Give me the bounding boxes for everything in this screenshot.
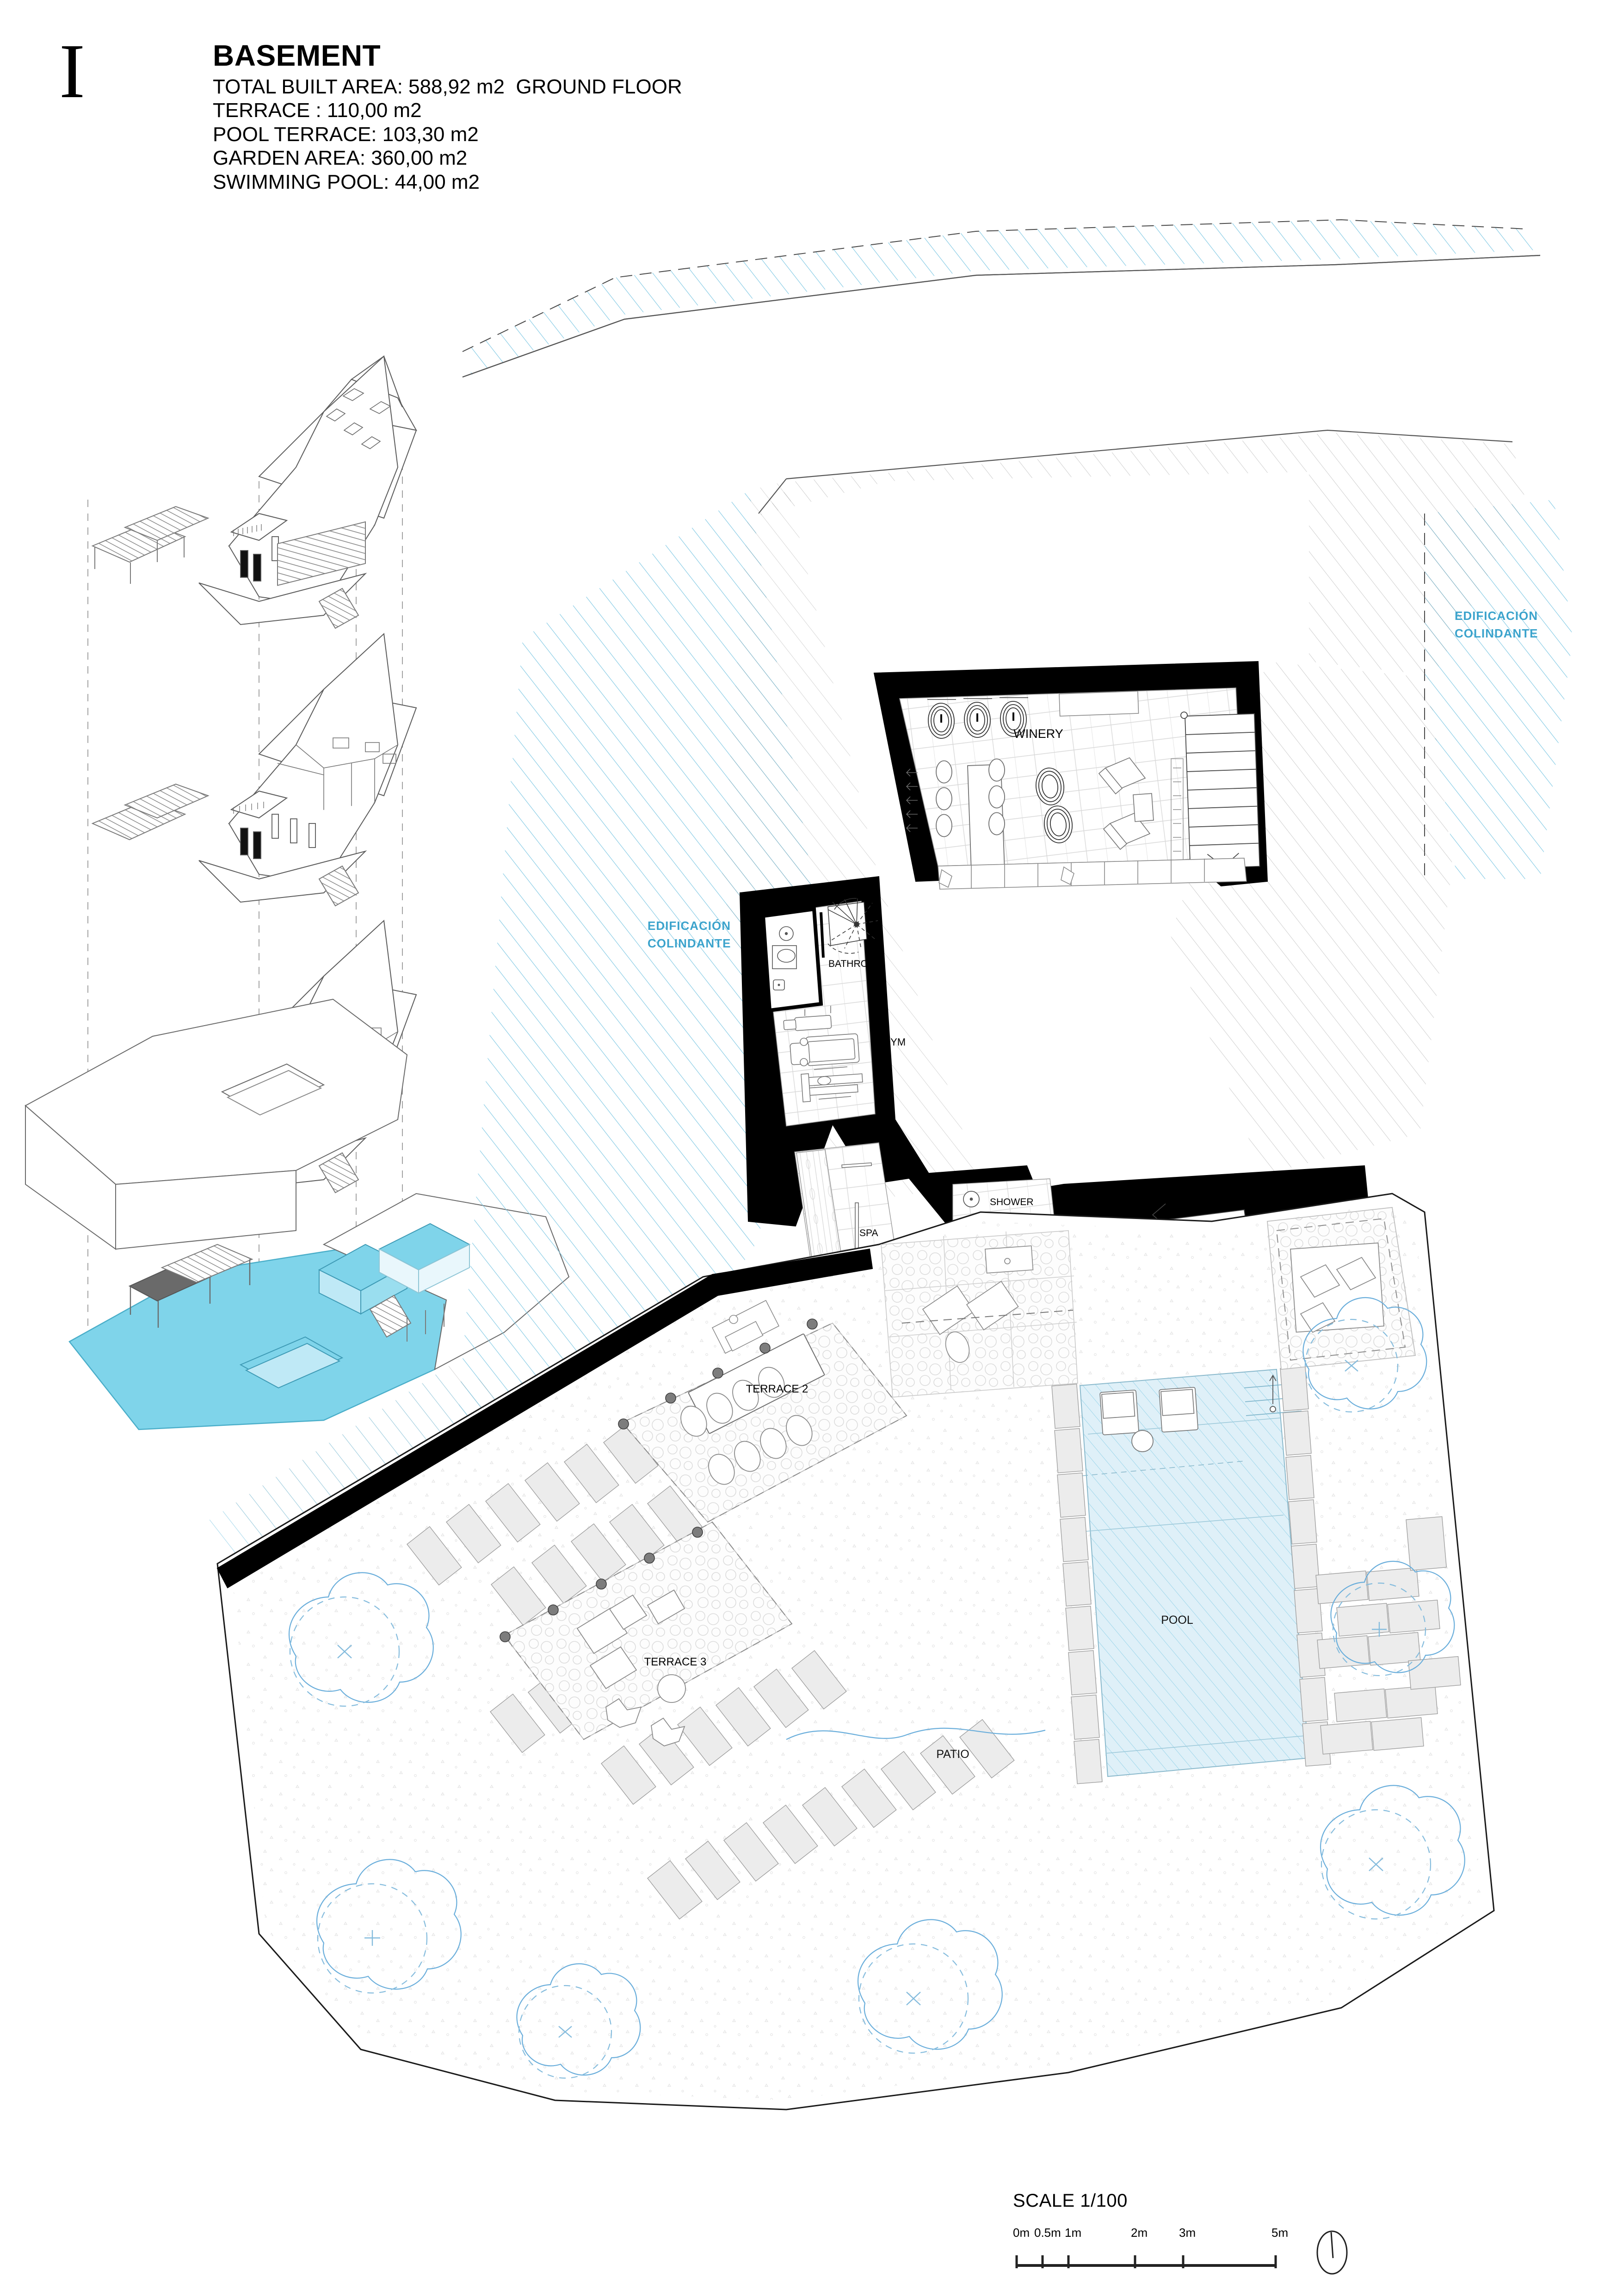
svg-text:COLINDANTE: COLINDANTE (1455, 626, 1538, 640)
room-winery: WINERY (873, 661, 1268, 890)
label-spa: SPA (859, 1228, 878, 1238)
retaining-wall (216, 1248, 873, 1589)
title-block: BASEMENT TOTAL BUILT AREA: 588,92 m2 GRO… (213, 41, 682, 194)
wing-gym-bathroom-spa: BATHROOM (739, 876, 931, 1262)
svg-text:EDIFICACIÓN: EDIFICACIÓN (648, 919, 731, 933)
tree (857, 1919, 1003, 2054)
basement-site-plan: WINERY (199, 219, 1573, 2110)
scale-tick-2: 2m (1131, 2226, 1148, 2240)
terrace-3: TERRACE 3 (500, 1521, 793, 1746)
area-line-pool-terrace: POOL TERRACE: 103,30 m2 (213, 123, 479, 146)
tree (288, 1572, 434, 1707)
svg-text:COLINDANTE: COLINDANTE (648, 936, 731, 950)
paving-slabs-east (1315, 1516, 1461, 1755)
axono-level-3 (91, 632, 417, 907)
tree (516, 1963, 641, 2079)
wine-barrels-wall (927, 697, 1028, 739)
plate-letter: I (59, 28, 85, 114)
patio-contour (786, 1727, 1046, 1740)
neighbour-hatch-top (463, 220, 1540, 375)
pool-terrace-cobbles (881, 1230, 1078, 1398)
terrace-lounge-ne (1267, 1207, 1416, 1370)
scale-tick-05: 0.5m (1034, 2226, 1061, 2240)
tree (316, 1859, 462, 1994)
scale-tick-5: 5m (1271, 2226, 1289, 2240)
spiral-stair (820, 898, 878, 958)
label-terrace-2: TERRACE 2 (746, 1383, 808, 1395)
tree (1320, 1785, 1465, 1920)
pool-coping (1051, 1366, 1331, 1784)
tasting-table (936, 758, 1005, 873)
scale-bar: 0m 0.5m 1m 2m 3m 5m (1013, 2226, 1429, 2277)
terrace-2: TERRACE 2 (618, 1300, 907, 1523)
label-winery: WINERY (1013, 727, 1063, 741)
svg-text:EDIFICACIÓN: EDIFICACIÓN (1455, 609, 1538, 623)
swimming-pool: POOL (1079, 1368, 1310, 1777)
axono-level-1 (25, 998, 408, 1250)
label-terrace-3: TERRACE 3 (644, 1656, 707, 1668)
scale-block: SCALE 1/100 0m 0.5m 1m (1013, 2191, 1429, 2283)
exploded-axonometric-diagram (25, 355, 570, 1430)
winery-stair (1180, 712, 1260, 869)
sheet-title: BASEMENT (213, 39, 381, 72)
neighbour-label-left: EDIFICACIÓN COLINDANTE (648, 919, 731, 950)
room-bathroom: BATHROOM (761, 907, 884, 1013)
room-spa: SPA (794, 1142, 896, 1262)
trees (288, 1297, 1465, 2079)
tree (1302, 1297, 1427, 1413)
label-patio: PATIO (936, 1748, 969, 1761)
scale-label: SCALE 1/100 (1013, 2191, 1128, 2211)
area-line-terrace: TERRACE : 110,00 m2 (213, 99, 422, 122)
wine-racks (906, 758, 1184, 875)
label-bathroom: BATHROOM (828, 959, 884, 969)
tree (1330, 1560, 1455, 1677)
label-shower: SHOWER (990, 1197, 1034, 1207)
area-line-swimming-pool: SWIMMING POOL: 44,00 m2 (213, 170, 480, 193)
scale-tick-3: 3m (1179, 2226, 1196, 2240)
label-gym: GYM (882, 1036, 906, 1048)
gym-equipment (783, 1006, 863, 1102)
neighbour-label-right: EDIFICACIÓN COLINDANTE (1455, 609, 1538, 640)
scale-tick-0: 0m (1013, 2226, 1030, 2240)
scale-tick-1: 1m (1065, 2226, 1082, 2240)
axono-level-attic (91, 355, 417, 629)
area-line-total-built: TOTAL BUILT AREA: 588,92 m2 GROUND FLOOR (213, 75, 682, 98)
label-pool: POOL (1161, 1614, 1193, 1627)
area-line-garden: GARDEN AREA: 360,00 m2 (213, 147, 468, 170)
terrain-hatch-upper (759, 433, 1526, 675)
